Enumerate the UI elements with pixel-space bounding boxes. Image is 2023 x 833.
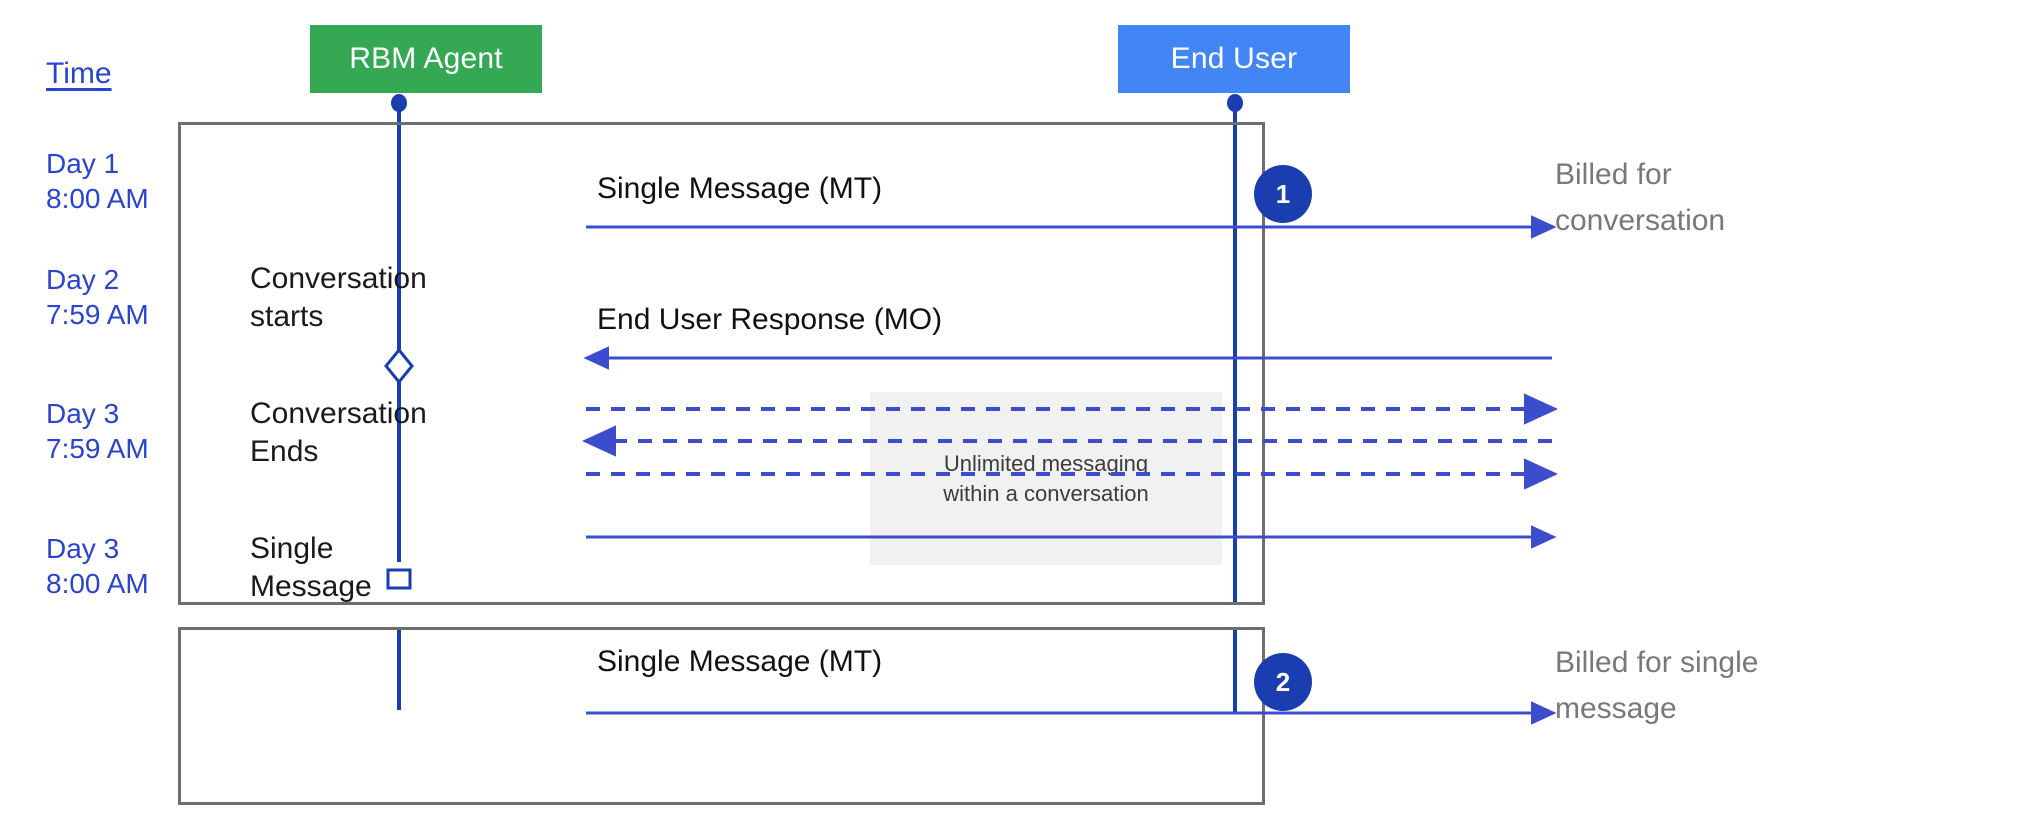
actor-rbm-agent-label: RBM Agent xyxy=(349,42,503,75)
message-label-mo: End User Response (MO) xyxy=(597,303,943,336)
time-entry-day3-end: Day 3 7:59 AM xyxy=(46,398,149,464)
time-entry-day2: Day 2 7:59 AM xyxy=(46,264,149,330)
time-entry-day1: Day 1 8:00 AM xyxy=(46,148,149,214)
caption-conversation-ends: Conversation Ends xyxy=(250,397,427,468)
time-entry-day3-single: Day 3 8:00 AM xyxy=(46,533,149,599)
badge-2[interactable]: 2 xyxy=(1254,653,1312,711)
section-box-conversation xyxy=(178,122,1265,605)
actor-end-user[interactable]: End User xyxy=(1118,25,1350,93)
badge-2-label: Billed for single message xyxy=(1555,646,1759,725)
badge-1[interactable]: 1 xyxy=(1254,165,1312,223)
caption-conversation-starts: Conversation starts xyxy=(250,262,427,333)
lifeline-end-user-lower xyxy=(1233,627,1237,712)
actor-rbm-agent[interactable]: RBM Agent xyxy=(310,25,542,93)
badge-1-number: 1 xyxy=(1275,178,1291,209)
actor-end-user-label: End User xyxy=(1170,42,1298,75)
message-label-mt-1: Single Message (MT) xyxy=(597,172,883,205)
section-box-single-message xyxy=(178,627,1265,805)
lifeline-end-user xyxy=(1233,100,1237,605)
badge-2-number: 2 xyxy=(1275,666,1291,697)
note-unlimited-messaging: Unlimited messaging within a conversatio… xyxy=(870,392,1222,565)
badge-1-label: Billed for conversation xyxy=(1555,158,1726,237)
message-label-mt-2: Single Message (MT) xyxy=(597,645,883,678)
time-column-header: Time xyxy=(46,57,112,90)
caption-single-message: Single Message xyxy=(250,532,372,603)
lifeline-rbm-agent xyxy=(397,100,401,562)
lifeline-rbm-agent-lower xyxy=(397,630,401,710)
